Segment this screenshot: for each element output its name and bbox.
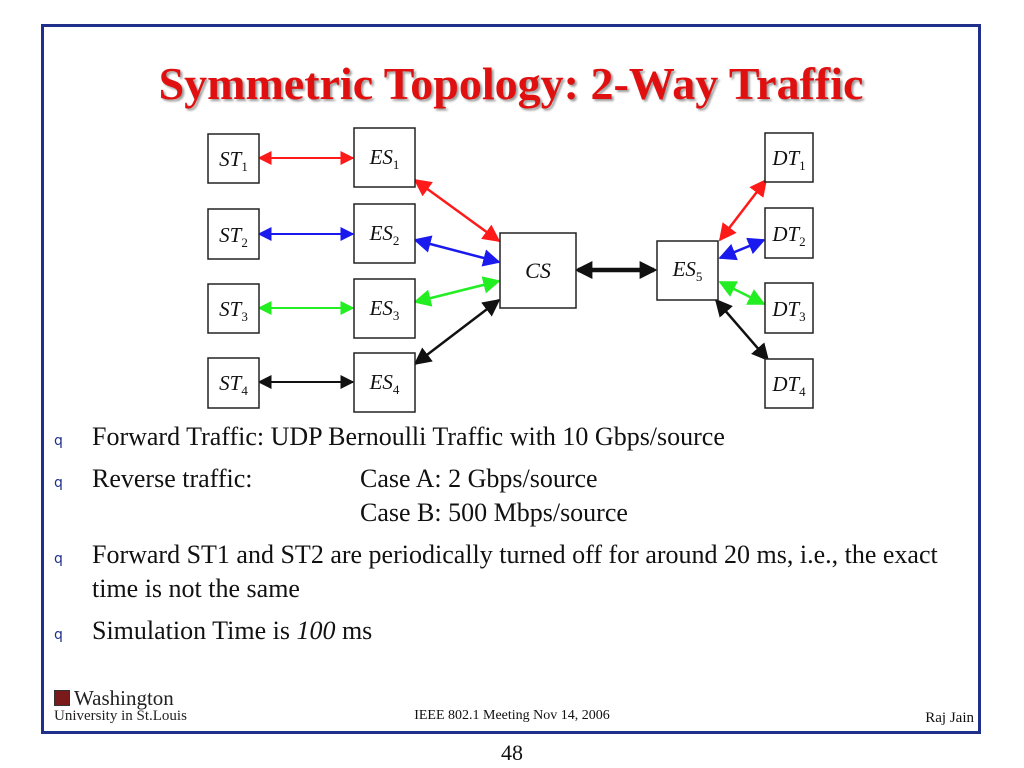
svg-text:ST4: ST4 (219, 371, 248, 398)
node-dt4-sub: 4 (799, 384, 806, 399)
node-st4: ST4 (207, 357, 260, 409)
bullet-marker: q (54, 551, 63, 567)
node-st4-label: ST (219, 371, 243, 395)
svg-text:DT3: DT3 (771, 297, 805, 324)
edge-es1-cs (413, 178, 501, 243)
node-es2: ES2 (353, 203, 416, 264)
node-dt1-sub: 1 (799, 158, 806, 173)
node-dt3: DT3 (764, 282, 814, 334)
node-dt3-label: DT (771, 297, 800, 321)
node-es1: ES1 (353, 127, 416, 188)
node-es3-sub: 3 (393, 308, 400, 323)
node-st1-sub: 1 (241, 159, 248, 174)
svg-text:ST1: ST1 (219, 147, 248, 174)
edges (257, 151, 770, 389)
bullet-text-case-b: Case B: 500 Mbps/source (360, 498, 628, 527)
logo-text-university: University in St.Louis (54, 708, 187, 724)
node-st2-sub: 2 (241, 235, 248, 250)
node-es2-sub: 2 (393, 233, 400, 248)
node-dt3-sub: 3 (799, 309, 806, 324)
node-es5: ES5 (656, 240, 719, 301)
page-number: 48 (501, 740, 523, 765)
svg-text:ES1: ES1 (369, 145, 400, 172)
svg-text:ES5: ES5 (672, 257, 703, 284)
logo-text-washington: Washington (74, 686, 174, 710)
footer-author: Raj Jain (925, 710, 974, 726)
node-dt2: DT2 (764, 207, 814, 259)
node-dt4-label: DT (771, 372, 800, 396)
edge-es4-cs (413, 298, 501, 366)
node-es5-sub: 5 (696, 269, 703, 284)
bullet-text-forward-traffic: Forward Traffic: UDP Bernoulli Traffic w… (92, 422, 725, 451)
svg-text:CS: CS (525, 258, 551, 283)
node-es4: ES4 (353, 352, 416, 413)
bullet-text-case-a: Case A: 2 Gbps/source (360, 464, 598, 493)
svg-text:DT4: DT4 (771, 372, 806, 399)
node-st2: ST2 (207, 208, 260, 260)
slide-title: Symmetric Topology: 2-Way Traffic (158, 58, 864, 109)
edge-es5-dt4 (714, 298, 770, 362)
svg-text:ST3: ST3 (219, 297, 248, 324)
node-dt2-label: DT (771, 222, 800, 246)
node-st3-label: ST (219, 297, 243, 321)
node-st2-label: ST (219, 223, 243, 247)
edge-es5-dt2 (718, 237, 766, 261)
svg-text:ES3: ES3 (369, 296, 400, 323)
node-st1: ST1 (207, 133, 260, 184)
node-st1-label: ST (219, 147, 243, 171)
bullet-item: q Simulation Time is 100 ms (54, 614, 974, 648)
node-st4-sub: 4 (241, 383, 248, 398)
edge-es5-dt3 (718, 280, 766, 306)
node-es1-label: ES (369, 145, 394, 169)
slide-frame (41, 24, 981, 734)
node-st3: ST3 (207, 283, 260, 334)
bullet-marker: q (54, 433, 63, 449)
svg-text:ES2: ES2 (369, 221, 400, 248)
node-es2-label: ES (369, 221, 394, 245)
crest-icon (54, 690, 70, 706)
svg-text:ST2: ST2 (219, 223, 248, 250)
node-es1-sub: 1 (393, 157, 400, 172)
bullet-text-periodic-off: Forward ST1 and ST2 are periodically tur… (92, 540, 938, 603)
bullet-text-reverse-label: Reverse traffic: (92, 464, 253, 493)
edge-es3-cs (413, 276, 501, 307)
bullet-item: q Reverse traffic:Case A: 2 Gbps/source … (54, 462, 974, 530)
node-es3: ES3 (353, 278, 416, 339)
svg-text:DT2: DT2 (771, 222, 805, 249)
node-dt1-label: DT (771, 146, 800, 170)
bullet-list: q Forward Traffic: UDP Bernoulli Traffic… (54, 420, 974, 656)
bullet-marker: q (54, 627, 63, 643)
node-cs-label: CS (525, 258, 551, 283)
university-logo: Washington University in St.Louis (54, 688, 187, 724)
node-es4-label: ES (369, 370, 394, 394)
edge-es5-dt1 (718, 178, 768, 242)
bullet-item: q Forward ST1 and ST2 are periodically t… (54, 538, 974, 606)
svg-text:DT1: DT1 (771, 146, 805, 173)
node-dt2-sub: 2 (799, 234, 806, 249)
node-es4-sub: 4 (393, 382, 400, 397)
node-dt4: DT4 (764, 358, 814, 409)
bullet-item: q Forward Traffic: UDP Bernoulli Traffic… (54, 420, 974, 454)
edge-es2-cs (413, 235, 501, 267)
node-es3-label: ES (369, 296, 394, 320)
footer-meeting: IEEE 802.1 Meeting Nov 14, 2006 (414, 708, 610, 723)
bullet-text-sim-time-value: 100 (296, 616, 336, 645)
bullet-marker: q (54, 475, 63, 491)
node-dt1: DT1 (764, 132, 814, 183)
svg-text:ES4: ES4 (369, 370, 400, 397)
node-st3-sub: 3 (241, 309, 248, 324)
node-es5-label: ES (672, 257, 697, 281)
node-cs: CS (499, 232, 577, 309)
bullet-text-sim-time-unit: ms (335, 616, 373, 645)
bullet-text-sim-time-pre: Simulation Time is (92, 616, 297, 645)
